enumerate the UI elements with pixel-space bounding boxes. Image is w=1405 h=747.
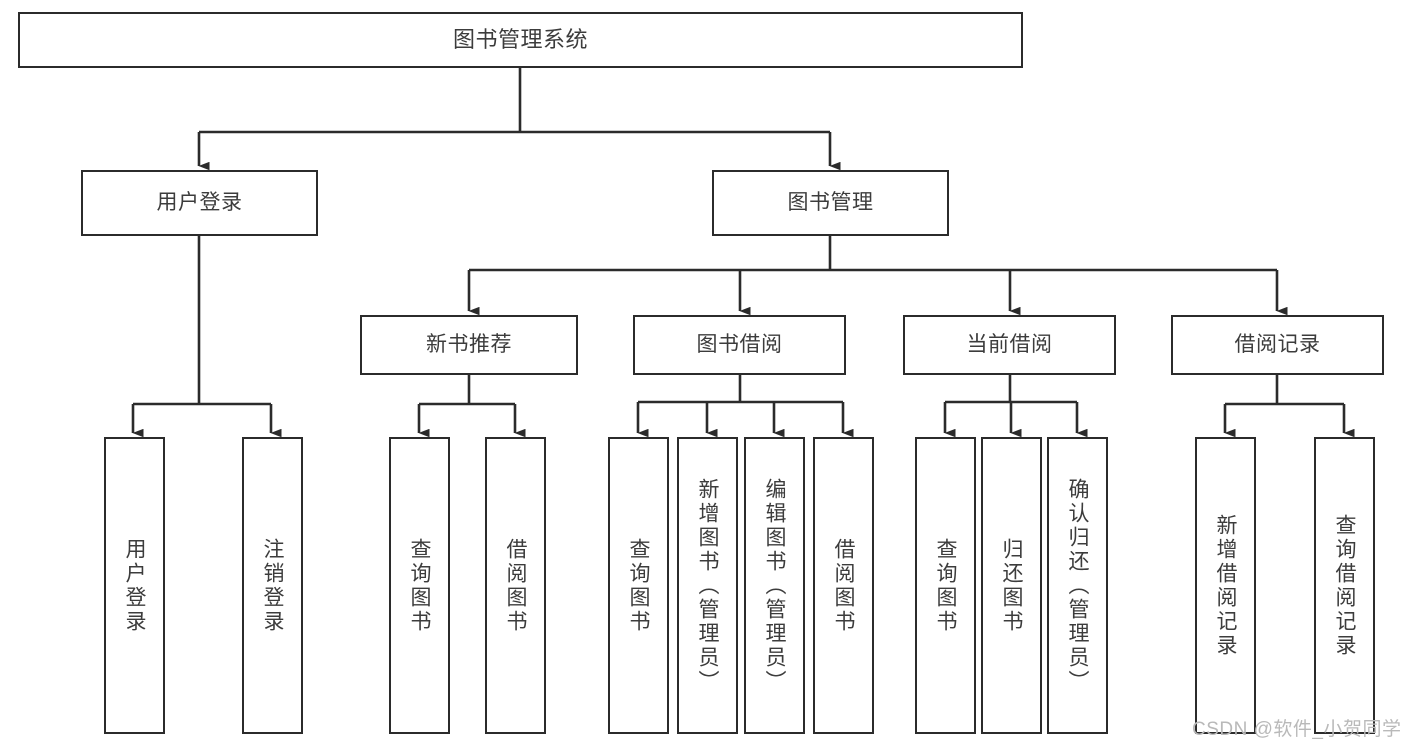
leaf-query-borrow-record[interactable]: 查询借阅记录 [1314, 437, 1375, 734]
node-label: 图书借阅 [696, 332, 783, 356]
node-label: 用户登录 [123, 537, 146, 634]
node-label: 用户登录 [156, 190, 243, 214]
leaf-edit-book-admin[interactable]: 编辑图书（管理员） [744, 437, 805, 734]
leaf-query-books-current[interactable]: 查询图书 [915, 437, 976, 734]
leaf-return-books[interactable]: 归还图书 [981, 437, 1042, 734]
leaf-borrow-books[interactable]: 借阅图书 [813, 437, 874, 734]
node-label: 新书推荐 [426, 332, 512, 356]
node-label: 确认归还（管理员） [1066, 477, 1089, 694]
leaf-user-login[interactable]: 用户登录 [104, 437, 165, 734]
node-book-borrow[interactable]: 图书借阅 [633, 315, 846, 375]
node-label: 归还图书 [1000, 537, 1023, 634]
node-label: 图书管理系统 [452, 27, 588, 53]
node-borrow-record[interactable]: 借阅记录 [1171, 315, 1384, 375]
node-current-borrow[interactable]: 当前借阅 [903, 315, 1116, 375]
node-new-book-recommend[interactable]: 新书推荐 [360, 315, 578, 375]
node-label: 查询图书 [934, 537, 957, 634]
node-label: 查询借阅记录 [1333, 513, 1356, 658]
leaf-query-books-recommend[interactable]: 查询图书 [389, 437, 450, 734]
node-label: 新增借阅记录 [1214, 513, 1237, 658]
node-label: 图书管理 [787, 190, 874, 214]
node-label: 查询图书 [408, 537, 431, 634]
node-label: 编辑图书（管理员） [763, 477, 786, 694]
leaf-logout[interactable]: 注销登录 [242, 437, 303, 734]
node-root-book-management-system[interactable]: 图书管理系统 [18, 12, 1023, 68]
node-label: 借阅图书 [832, 537, 855, 634]
node-label: 注销登录 [261, 537, 284, 634]
node-user-login[interactable]: 用户登录 [81, 170, 318, 236]
leaf-confirm-return-admin[interactable]: 确认归还（管理员） [1047, 437, 1108, 734]
leaf-query-books-borrow[interactable]: 查询图书 [608, 437, 669, 734]
node-book-management[interactable]: 图书管理 [712, 170, 949, 236]
node-label: 借阅记录 [1234, 332, 1321, 356]
node-label: 当前借阅 [966, 332, 1053, 356]
node-label: 新增图书（管理员） [696, 477, 719, 694]
node-label: 借阅图书 [504, 537, 527, 634]
leaf-add-borrow-record[interactable]: 新增借阅记录 [1195, 437, 1256, 734]
leaf-add-book-admin[interactable]: 新增图书（管理员） [677, 437, 738, 734]
leaf-borrow-books-recommend[interactable]: 借阅图书 [485, 437, 546, 734]
node-label: 查询图书 [627, 537, 650, 634]
